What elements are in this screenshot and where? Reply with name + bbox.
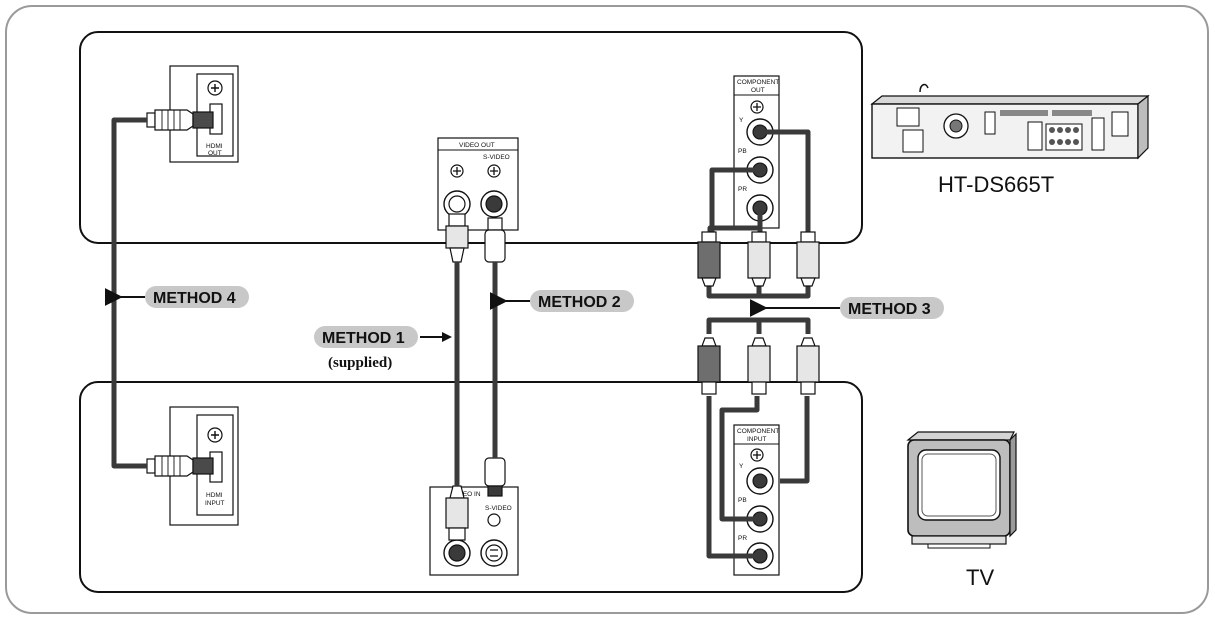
comp-out-pr-label: PR xyxy=(738,186,747,193)
component-input-panel: COMPONENT INPUT Y PB PR xyxy=(733,424,780,576)
component-out-label-2: OUT xyxy=(751,87,765,94)
s-video-in-label: S-VIDEO xyxy=(485,505,512,512)
comp-out-y-label: Y xyxy=(739,117,744,124)
method-2-label: METHOD 2 xyxy=(489,290,634,312)
method-4-label: METHOD 4 xyxy=(104,286,249,308)
video-out-label: VIDEO OUT xyxy=(459,142,495,149)
hdmi-plug-bottom xyxy=(146,455,214,477)
composite-plug-top xyxy=(445,213,469,263)
s-video-out-label: S-VIDEO xyxy=(483,154,510,161)
hdmi-out-label-1: HDMI xyxy=(206,143,223,150)
hdmi-out-label-2: OUT xyxy=(208,150,222,157)
player-model-name: HT-DS665T xyxy=(938,172,1054,197)
method-2-text: METHOD 2 xyxy=(538,294,621,311)
component-input-label-1: COMPONENT xyxy=(737,428,779,435)
method-4-text: METHOD 4 xyxy=(153,290,236,307)
player-rear-illustration xyxy=(870,83,1150,160)
method-3-label: METHOD 3 xyxy=(749,297,944,319)
component-out-label-1: COMPONENT xyxy=(737,79,779,86)
method-1-text: METHOD 1 xyxy=(322,330,405,347)
comp-in-pr-label: PR xyxy=(738,535,747,542)
tv-label: TV xyxy=(966,565,994,590)
comp-out-pb-label: PB xyxy=(738,148,747,155)
component-input-label-2: INPUT xyxy=(747,436,767,443)
method-1-note: (supplied) xyxy=(328,355,392,371)
s-video-plug-top xyxy=(484,217,506,263)
comp-in-pb-label: PB xyxy=(738,497,747,504)
component-plugs-lower xyxy=(697,337,820,395)
component-cable xyxy=(706,129,811,559)
component-plugs-upper xyxy=(697,231,820,287)
component-out-panel: COMPONENT OUT Y PB PR xyxy=(733,75,780,229)
video-in-label: VIDEO IN xyxy=(452,491,481,498)
s-video-plug-bottom xyxy=(484,457,506,497)
method-3-text: METHOD 3 xyxy=(848,301,931,318)
comp-in-y-label: Y xyxy=(739,463,744,470)
method-1-label: METHOD 1 (supplied) xyxy=(314,326,452,371)
video-in-panel: VIDEO IN S-VIDEO xyxy=(429,486,519,576)
tv-illustration xyxy=(906,431,1017,549)
composite-plug-bottom xyxy=(445,485,469,541)
hdmi-plug-top xyxy=(146,109,214,131)
hdmi-input-label-2: INPUT xyxy=(205,500,225,507)
hdmi-input-label-1: HDMI xyxy=(206,492,223,499)
